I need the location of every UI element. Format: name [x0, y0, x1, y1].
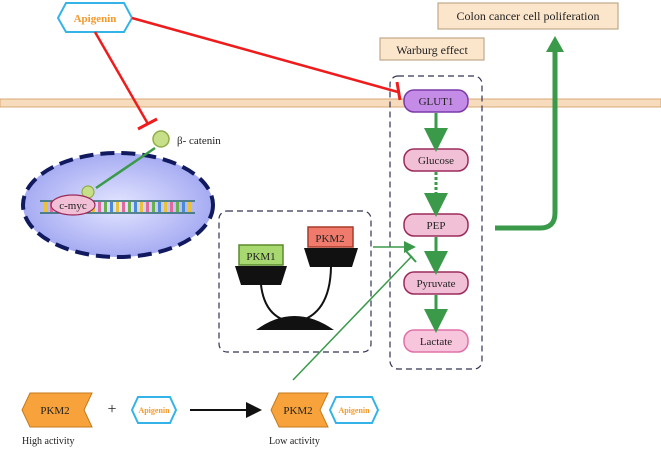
beta-catenin-label: β- catenin — [177, 135, 221, 147]
dna-rung — [98, 202, 101, 212]
plus-sign: + — [107, 401, 116, 418]
catenin-to-cmyc-arrow — [95, 146, 156, 190]
pkm1-box — [238, 244, 284, 266]
proliferation-arrow — [495, 52, 558, 231]
pathway-inhibit-bar — [405, 250, 417, 263]
warburg-box — [379, 37, 485, 61]
dna-rung — [152, 202, 155, 212]
cmyc-ellipse — [50, 194, 96, 216]
warburg-label: Warburg effect — [396, 43, 468, 57]
beta-catenin-circle — [152, 130, 170, 148]
lactate-label: Lactate — [420, 336, 452, 348]
low-activity-to-pathway-line — [292, 255, 413, 381]
dna-rung — [122, 202, 125, 212]
dna-rung — [140, 202, 143, 212]
pkm1-link — [260, 284, 293, 323]
apigenin-glut1-inhibit-line — [131, 16, 399, 94]
high-activity-label: High activity — [22, 436, 75, 447]
dna-rung — [188, 202, 191, 212]
apigenin-right-hexagon — [328, 396, 380, 424]
pkm-base — [256, 316, 334, 330]
proliferation-box — [437, 2, 619, 30]
dna-rung — [104, 202, 107, 212]
dna-rung — [44, 202, 47, 212]
dna-rung — [164, 202, 167, 212]
dna-rung — [134, 202, 137, 212]
apigenin-hexagon — [56, 2, 134, 33]
glut1-node — [403, 89, 469, 113]
pyruvate-label: Pyruvate — [416, 278, 455, 290]
dna-rung — [176, 202, 179, 212]
dna-rung — [146, 202, 149, 212]
dna-rung — [182, 202, 185, 212]
catenin-inhibit-bar — [137, 117, 158, 131]
glut1-inhibit-bar — [395, 81, 402, 101]
cell-membrane — [0, 98, 661, 108]
pkm2-label: PKM2 — [315, 233, 344, 245]
dna-rung — [158, 202, 161, 212]
low-activity-label: Low activity — [269, 436, 320, 447]
apigenin-small-label: Apigenin — [138, 406, 170, 415]
glut1-label: GLUT1 — [419, 96, 454, 108]
apigenin-catenin-inhibit-line — [93, 31, 150, 125]
dna-rung — [110, 202, 113, 212]
pkm-dashed-box — [218, 210, 372, 353]
apigenin-top-label: Apigenin — [74, 13, 117, 25]
dna-rung — [170, 202, 173, 212]
dna-rung — [128, 202, 131, 212]
proliferation-label: Colon cancer cell poliferation — [457, 9, 600, 23]
apigenin-right-label: Apigenin — [338, 406, 370, 415]
apigenin-small-hexagon — [130, 396, 178, 424]
pkm2-right-label: PKM2 — [283, 405, 312, 417]
pkm2-box — [307, 226, 354, 248]
pkm2-right-shape — [270, 392, 329, 428]
pkm1-trapezoid — [235, 266, 287, 285]
pep-label: PEP — [427, 220, 446, 232]
pkm2-left-shape — [21, 392, 93, 428]
proliferation-arrowhead — [546, 36, 564, 52]
warburg-dashed-box — [389, 75, 483, 370]
glucose-label: Glucose — [418, 155, 454, 167]
pkm2-trapezoid — [304, 248, 358, 267]
dna-rung — [116, 202, 119, 212]
cmyc-label: c-myc — [59, 200, 87, 212]
pkm2-link — [295, 266, 332, 323]
pkm1-label: PKM1 — [246, 251, 275, 263]
pkm2-left-label: PKM2 — [40, 405, 69, 417]
